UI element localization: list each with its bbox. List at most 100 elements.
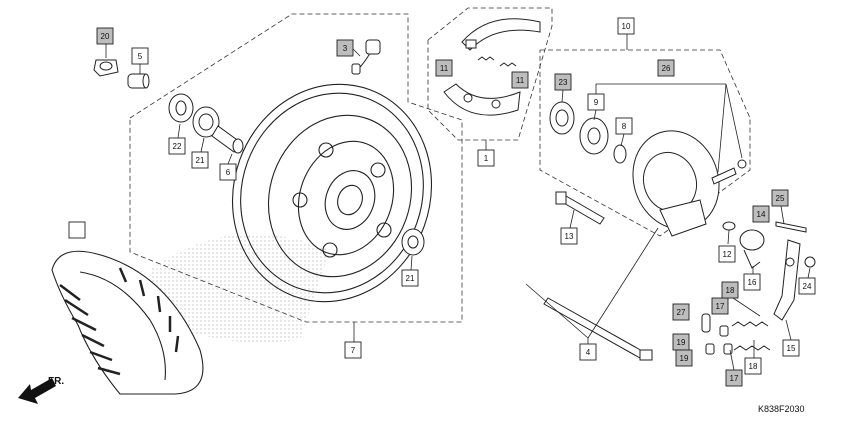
bolt-part-13 xyxy=(555,191,605,225)
brake-shoe-springs xyxy=(477,56,517,67)
tire xyxy=(51,250,204,395)
seal-part-23 xyxy=(549,101,575,135)
callout-box xyxy=(718,245,736,263)
callout-box xyxy=(219,163,237,181)
callout-number: 26 xyxy=(662,64,671,73)
front-direction-label: FR. xyxy=(48,376,64,387)
callout-box xyxy=(131,47,149,65)
callout-c13: 13 xyxy=(560,227,578,245)
callout-c3: 3 xyxy=(336,39,354,57)
callout-box xyxy=(560,227,578,245)
callout-box xyxy=(168,137,186,155)
callout-box xyxy=(344,341,362,359)
callout-number: 25 xyxy=(776,194,785,203)
callout-c7: 7 xyxy=(344,341,362,359)
callout-number: 7 xyxy=(351,346,356,355)
callout-c11b: 11 xyxy=(511,71,529,89)
bearing-part-21-upper xyxy=(192,106,220,138)
springs-part-18 xyxy=(731,321,771,351)
callout-c20: 20 xyxy=(96,27,114,45)
bolt-part-14 xyxy=(775,221,807,233)
callout-number: 11 xyxy=(440,64,449,73)
callout-box xyxy=(587,93,605,111)
callout-box xyxy=(96,27,114,45)
seal-part-22 xyxy=(168,93,194,123)
washer-part-12 xyxy=(722,221,736,231)
callout-number: 4 xyxy=(586,348,591,357)
callout-c24: 24 xyxy=(798,277,816,295)
brake-panel xyxy=(632,130,720,237)
brake-shoe-upper xyxy=(461,18,541,51)
callout-c10: 10 xyxy=(617,17,635,35)
callout-number: 27 xyxy=(677,308,686,317)
callout-ctire xyxy=(68,221,86,239)
callout-number: 18 xyxy=(749,362,758,371)
camshaft xyxy=(711,159,747,185)
ground-shading xyxy=(150,234,330,343)
callout-number: 12 xyxy=(723,250,732,259)
callout-box xyxy=(672,303,690,321)
callout-number: 9 xyxy=(594,98,599,107)
pins-part-17-19-27 xyxy=(701,313,733,355)
callout-c9: 9 xyxy=(587,93,605,111)
callout-c4: 4 xyxy=(579,343,597,361)
callout-box xyxy=(615,117,633,135)
arm-part-16 xyxy=(739,229,765,269)
callout-c25: 25 xyxy=(771,189,789,207)
callout-number: 15 xyxy=(787,344,796,353)
front-direction-arrow-icon xyxy=(18,378,56,404)
drawing-code: K838F2030 xyxy=(758,404,805,414)
callout-box xyxy=(191,151,209,169)
callout-c17a: 17 xyxy=(711,297,729,315)
callout-number: 6 xyxy=(226,168,231,177)
front-direction-indicator: FR. xyxy=(18,376,64,404)
callout-number: 14 xyxy=(757,210,766,219)
collar-part-5 xyxy=(127,73,150,89)
arm-part-15 xyxy=(773,239,801,321)
callout-number: 17 xyxy=(730,374,739,383)
callout-number: 13 xyxy=(565,232,574,241)
callout-c19b: 19 xyxy=(675,349,693,367)
callout-box xyxy=(579,343,597,361)
valve-part-3 xyxy=(351,39,381,75)
callout-box xyxy=(477,149,495,167)
callout-c26: 26 xyxy=(657,59,675,77)
callout-number: 5 xyxy=(138,52,143,61)
callout-c11a: 11 xyxy=(435,59,453,77)
callout-c21b: 21 xyxy=(401,269,419,287)
callout-box xyxy=(336,39,354,57)
callout-c14: 14 xyxy=(752,205,770,223)
callout-c19a: 19 xyxy=(672,333,690,351)
callout-c18a: 18 xyxy=(721,281,739,299)
callout-number: 16 xyxy=(748,278,757,287)
callout-number: 1 xyxy=(484,154,489,163)
callout-box xyxy=(511,71,529,89)
callout-number: 3 xyxy=(343,44,348,53)
callout-number: 18 xyxy=(726,286,735,295)
washer-part-8 xyxy=(613,144,627,164)
callout-c17b: 17 xyxy=(725,369,743,387)
brake-shoe-group-outline xyxy=(427,7,553,141)
callout-c16: 16 xyxy=(743,273,761,291)
callout-box xyxy=(798,277,816,295)
collar-part-6 xyxy=(211,125,244,154)
callout-c22: 22 xyxy=(168,137,186,155)
callout-box xyxy=(743,273,761,291)
callout-c5: 5 xyxy=(131,47,149,65)
callout-number: 10 xyxy=(622,22,631,31)
callout-box xyxy=(782,339,800,357)
callout-number: 8 xyxy=(622,122,627,131)
callout-box xyxy=(752,205,770,223)
callout-c18b: 18 xyxy=(744,357,762,375)
callout-box xyxy=(725,369,743,387)
callout-number: 22 xyxy=(173,142,182,151)
callout-box xyxy=(771,189,789,207)
callout-number: 21 xyxy=(196,156,205,165)
callout-box xyxy=(744,357,762,375)
callout-number: 19 xyxy=(680,354,689,363)
callout-box xyxy=(617,17,635,35)
nut-part-20 xyxy=(93,59,119,77)
wheel-rim xyxy=(231,83,433,303)
